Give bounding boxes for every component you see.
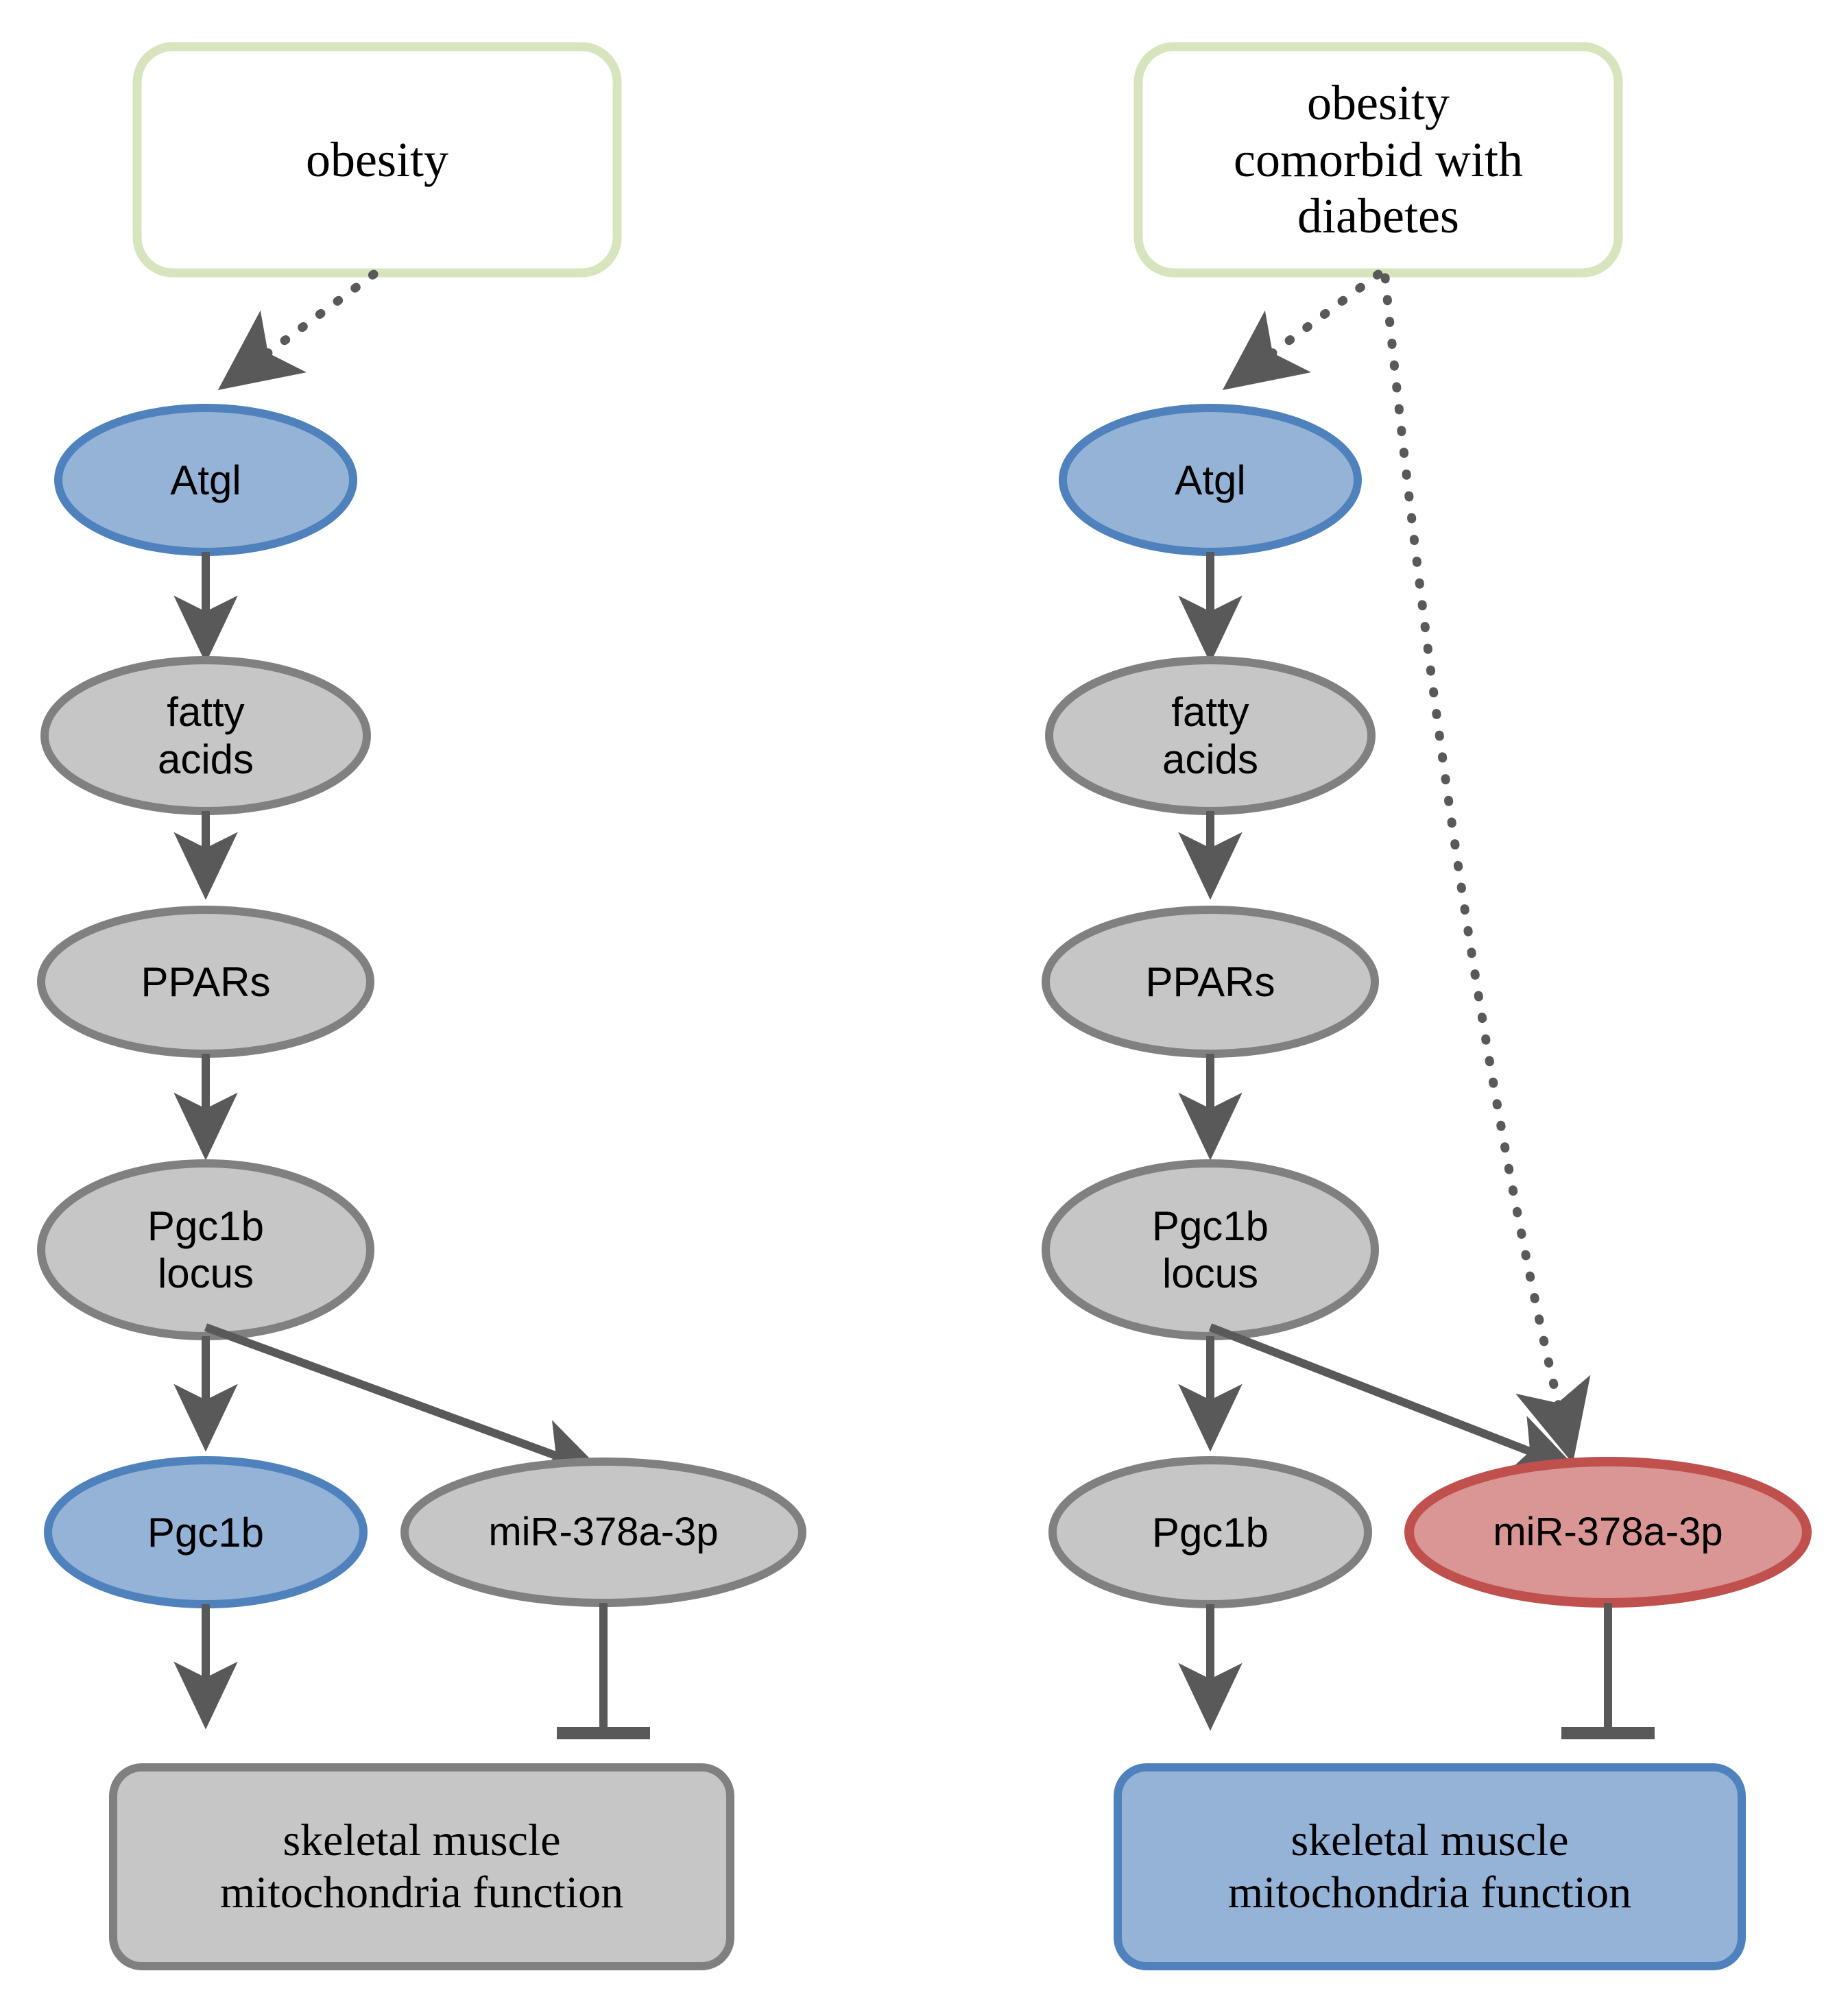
left-node-mir	[400, 1458, 806, 1607]
left-node-fatty-acids	[40, 656, 371, 815]
right-edge-pgc1b-locus-to-mir	[1208, 1323, 1579, 1476]
left-node-muscle	[109, 1763, 734, 1970]
right-edge-obesity-to-mir	[1380, 273, 1591, 1464]
left-node-atgl	[54, 404, 357, 556]
right-node-pgc1b	[1048, 1456, 1372, 1608]
right-node-obesity	[1133, 42, 1623, 278]
left-node-pgc1b	[44, 1456, 368, 1608]
left-node-pgc1b-locus	[37, 1159, 374, 1340]
left-node-obesity	[132, 42, 622, 278]
right-node-fatty-acids	[1045, 656, 1376, 815]
right-node-atgl	[1059, 404, 1362, 556]
right-node-muscle	[1114, 1763, 1746, 1970]
right-node-mir	[1404, 1457, 1812, 1608]
left-edge-obesity-to-atgl	[217, 269, 379, 391]
right-node-ppars	[1042, 906, 1379, 1058]
right-node-pgc1b-locus	[1042, 1159, 1379, 1340]
right-edge-obesity-to-atgl	[1222, 269, 1383, 391]
left-node-ppars	[37, 906, 374, 1058]
left-edge-pgc1b-locus-to-mir	[204, 1323, 605, 1481]
